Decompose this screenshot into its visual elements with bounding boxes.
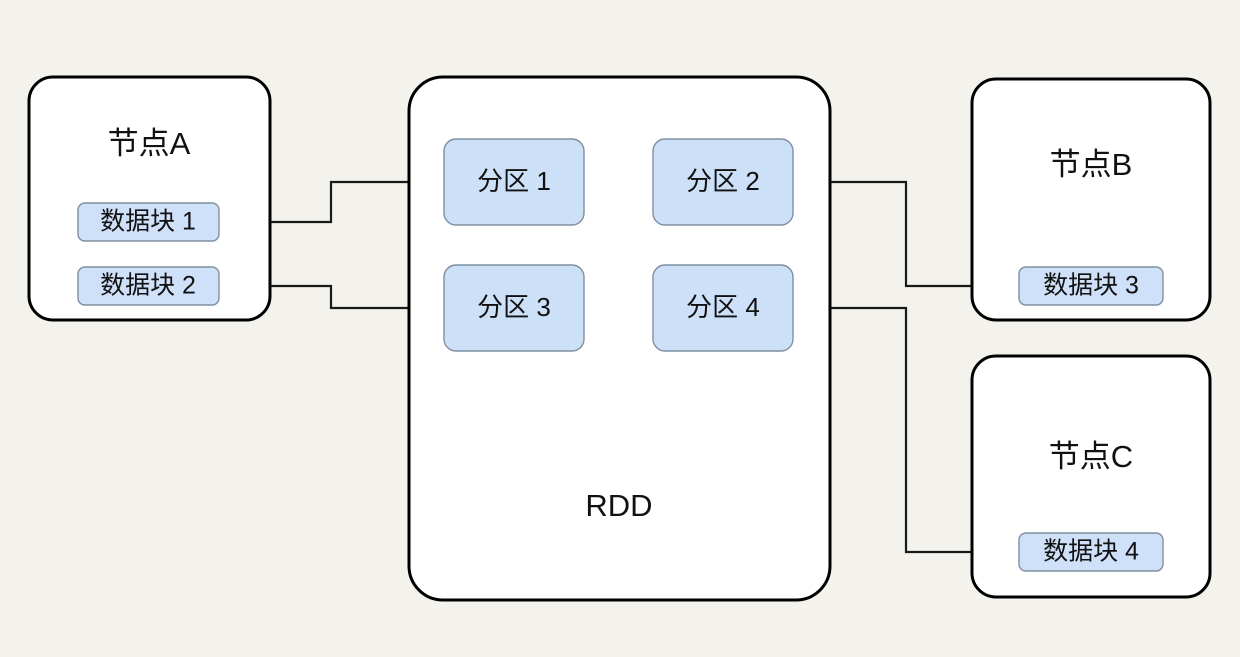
partition-4-box[interactable]: [652, 264, 794, 352]
connector-group: [227, 180, 1012, 557]
partition-2-label: 分区 2: [686, 166, 760, 196]
partition-1-box[interactable]: [443, 138, 585, 226]
partition-3-box[interactable]: [443, 264, 585, 352]
datablock-1-label: 数据块 1: [100, 208, 196, 236]
node-b-title: 节点B: [1050, 147, 1133, 182]
partition-4-label: 分区 4: [686, 292, 760, 322]
datablock-2-box[interactable]: [77, 266, 220, 306]
rdd-group[interactable]: 分区 1 分区 2 分区 3 分区 4 RDD: [407, 75, 832, 602]
connector-partition2-to-datablock3: [793, 180, 1012, 291]
partition-2-box[interactable]: [652, 138, 794, 226]
node-c-group[interactable]: 节点C 数据块 4: [970, 354, 1212, 599]
datablock-2-label: 数据块 2: [100, 272, 196, 300]
datablock-3-box[interactable]: [1018, 266, 1164, 306]
partition-1-label: 分区 1: [477, 166, 551, 196]
partition-3-label: 分区 3: [477, 292, 551, 322]
connector-partition1-to-datablock1: [227, 180, 444, 227]
node-b-box[interactable]: [970, 77, 1212, 322]
datablock-4-label: 数据块 4: [1043, 538, 1139, 566]
datablock-3-label: 数据块 3: [1043, 272, 1139, 300]
rdd-label: RDD: [585, 488, 652, 523]
connector-partition3-to-datablock2: [227, 281, 444, 310]
node-a-group[interactable]: 节点A 数据块 1 数据块 2: [27, 75, 272, 322]
node-a-box[interactable]: [27, 75, 272, 322]
node-c-title: 节点C: [1049, 439, 1133, 474]
node-b-group[interactable]: 节点B 数据块 3: [970, 77, 1212, 322]
datablock-4-box[interactable]: [1018, 532, 1164, 572]
connector-partition4-to-datablock4: [793, 306, 1012, 557]
node-a-title: 节点A: [108, 126, 191, 161]
datablock-1-box[interactable]: [77, 202, 220, 242]
